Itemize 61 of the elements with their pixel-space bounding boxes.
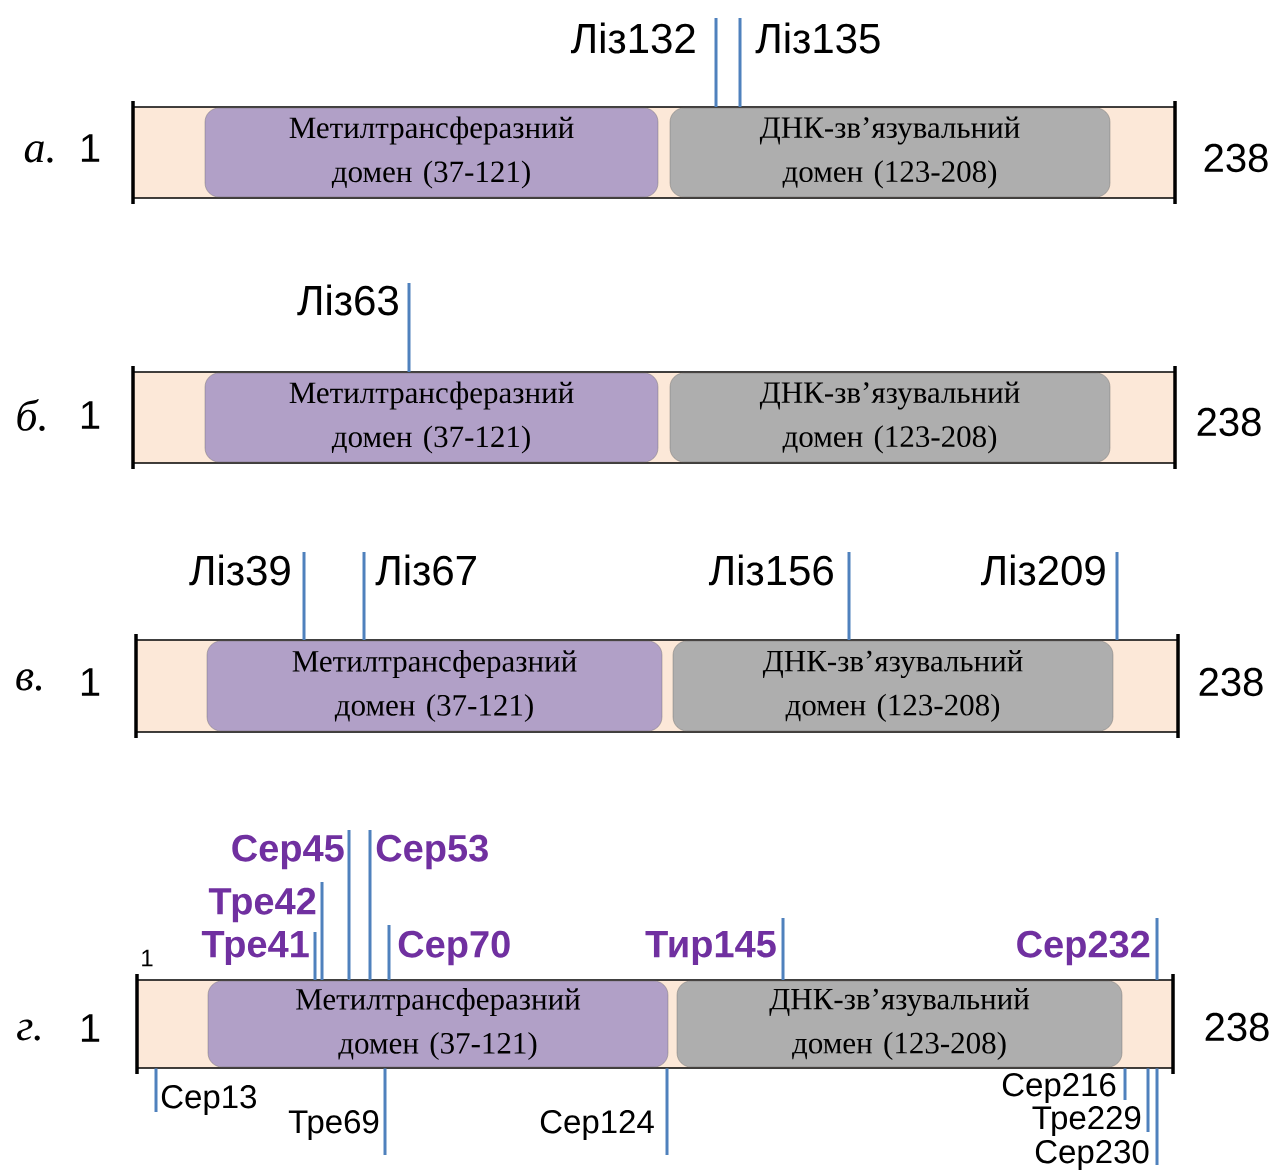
leader-line [154,1068,158,1112]
position-number: 238 [1204,143,1268,173]
position-number: 1 [81,134,100,162]
leader-line [313,932,317,980]
site-label: Сер13 [161,1085,256,1115]
domain-box: ДНК-зв’язувальний домен (123-208) [669,372,1111,463]
panel-letter: г. [17,1019,40,1041]
site-label: Тре229 [1032,1106,1141,1136]
site-label: Сер45 [232,834,344,870]
site-label: Сер70 [398,930,510,966]
domain-box: ДНК-зв’язувальний домен (123-208) [669,107,1111,198]
site-label: Тре42 [208,887,316,923]
domain-box: ДНК-зв’язувальний домен (123-208) [676,980,1123,1068]
leader-line [368,830,372,980]
leader-line [1115,552,1119,640]
leader-line [320,882,324,980]
position-number: 1 [81,401,100,429]
position-number: 1 [142,949,153,967]
site-label: Сер124 [540,1110,654,1140]
panel-letter: б. [17,398,45,432]
site-label: Сер216 [1002,1073,1116,1103]
site-label: Тре69 [288,1110,379,1140]
panel-letter: в. [16,669,42,691]
domain-box: ДНК-зв’язувальний домен (123-208) [672,640,1114,732]
site-label: Сер230 [1035,1140,1149,1170]
leader-line [847,552,851,640]
leader-line [347,830,351,980]
domain-box: Метилтрансферазний домен (37-121) [204,372,659,463]
site-label: Сер53 [376,834,488,870]
leader-line [714,18,718,107]
domain-box: Метилтрансферазний домен (37-121) [204,107,659,198]
position-number: 238 [1205,1012,1269,1042]
leader-line [383,1068,387,1155]
site-label: Ліз39 [189,554,290,586]
position-number: 1 [81,1014,100,1042]
leader-line [1146,1068,1150,1132]
leader-line [362,552,366,640]
site-label: Ліз63 [297,284,398,316]
leader-line [387,925,391,980]
leader-line [1155,918,1159,980]
site-label: Сер232 [1017,930,1150,966]
leader-line [302,552,306,640]
leader-line [781,918,785,980]
position-number: 238 [1197,407,1261,437]
leader-line [407,283,411,372]
site-label: Ліз132 [570,22,695,54]
site-label: Тре41 [201,931,309,965]
domain-box: Метилтрансферазний домен (37-121) [206,640,663,732]
site-label: Ліз156 [708,554,833,586]
position-number: 1 [81,668,100,696]
site-label: Ліз135 [755,22,880,54]
site-label: Ліз209 [980,554,1105,586]
leader-line [738,18,742,107]
domain-box: Метилтрансферазний домен (37-121) [207,980,669,1068]
site-label: Ліз67 [375,554,476,586]
leader-line [1123,1068,1127,1100]
leader-line [1155,1068,1159,1165]
position-number: 238 [1199,667,1263,697]
site-label: Тир145 [645,931,776,965]
leader-line [665,1068,669,1155]
panel-letter: а. [24,141,53,163]
